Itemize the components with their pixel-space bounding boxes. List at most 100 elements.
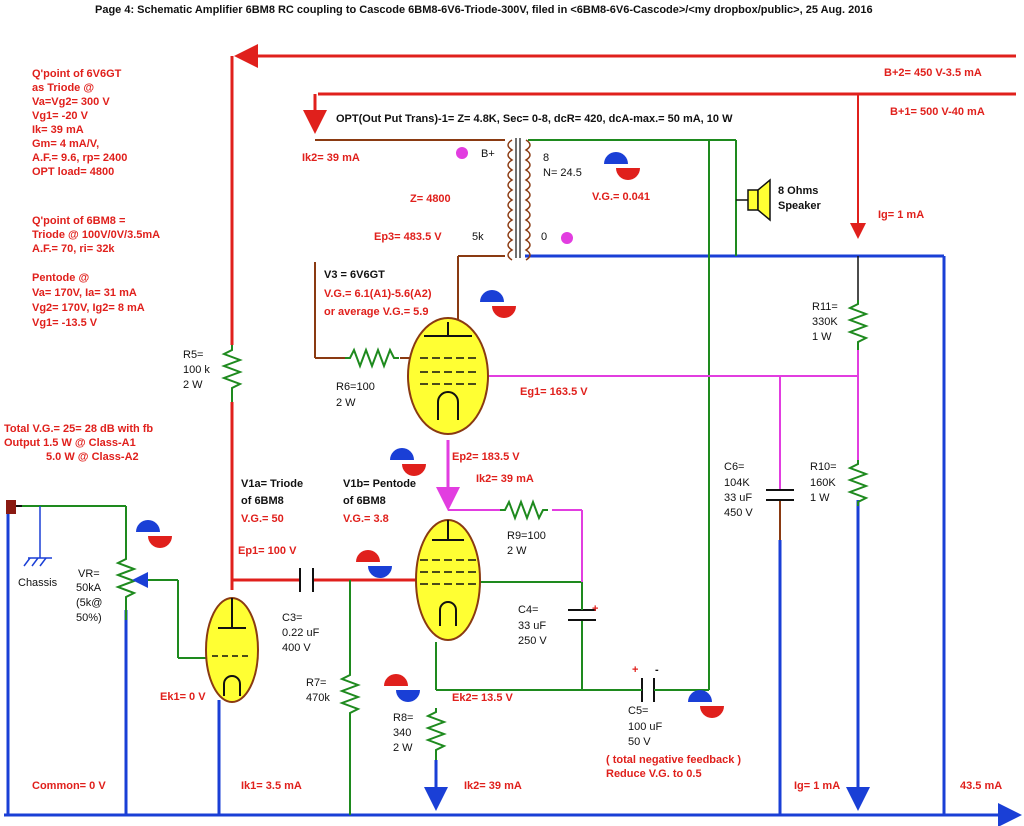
- r6-label: 2 W: [336, 397, 356, 409]
- opt-ratio: N= 24.5: [543, 167, 582, 179]
- feedback-note: Reduce V.G. to 0.5: [606, 768, 702, 780]
- v3-gain: V.G.= 6.1(A1)-5.6(A2): [324, 288, 432, 300]
- resistor-r10: [847, 460, 869, 506]
- r9-label: R9=100: [507, 530, 546, 542]
- vr-label: 50%): [76, 612, 102, 624]
- input-jack-icon: [6, 500, 22, 514]
- r10-label: R10=: [810, 461, 837, 473]
- v1b-ek2: Ek2= 13.5 V: [452, 692, 514, 704]
- c5-minus-sign: -: [655, 664, 659, 676]
- common-label: Common= 0 V: [32, 780, 106, 792]
- c4-label: 33 uF: [518, 620, 546, 632]
- v3-eg1: Eg1= 163.5 V: [520, 386, 588, 398]
- phase-icon-v1b-plate: [356, 550, 392, 578]
- feedback-note: ( total negative feedback ): [606, 754, 741, 766]
- total-line: Total V.G.= 25= 28 dB with fb: [4, 423, 153, 435]
- c5-label: 50 V: [628, 736, 651, 748]
- r8-label: 340: [393, 727, 411, 739]
- v3-ik2-b: Ik2= 39 mA: [476, 473, 534, 485]
- ground-rail: [4, 254, 1022, 826]
- b-plus-rails: [230, 44, 1016, 590]
- speaker-label: Speaker: [778, 200, 822, 212]
- c5-label: C5=: [628, 705, 649, 717]
- tube-v3-6v6gt: [407, 317, 489, 435]
- pentode-line: Vg2= 170V, Ig2= 8 mA: [32, 302, 145, 314]
- r5-label: 100 k: [183, 364, 210, 376]
- v1a-name: of 6BM8: [241, 495, 284, 507]
- capacitor-c5: [637, 678, 662, 702]
- capacitors: [299, 489, 794, 702]
- q6bm8-line: A.F.= 70, ri= 32k: [32, 243, 115, 255]
- c4-plus-sign: +: [592, 603, 598, 615]
- opt-tap-5k: 5k: [472, 231, 484, 243]
- capacitor-c6: [766, 489, 794, 501]
- opt-gain: V.G.= 0.041: [592, 191, 650, 203]
- opt-impedance: Z= 4800: [410, 193, 451, 205]
- pentode-line: Vg1= -13.5 V: [32, 317, 98, 329]
- q6v6-line: Gm= 4 mA/V,: [32, 138, 99, 150]
- q6v6-line: Q'point of 6V6GT: [32, 68, 122, 80]
- r5-label: R5=: [183, 349, 204, 361]
- resistors: [115, 300, 869, 760]
- v1b-gain: V.G.= 3.8: [343, 513, 389, 525]
- phase-icon-opt-secondary: [604, 152, 640, 180]
- v3-ik2: Ik2= 39 mA: [302, 152, 360, 164]
- tube-v1a-triode: [205, 597, 259, 703]
- q6v6-line: Vg1= -20 V: [32, 110, 89, 122]
- vr-label: VR=: [78, 568, 100, 580]
- resistor-r5: [221, 345, 243, 402]
- v3-name: V3 = 6V6GT: [324, 269, 385, 281]
- page-title: Page 4: Schematic Amplifier 6BM8 RC coup…: [95, 4, 873, 16]
- pentode-line: Pentode @: [32, 272, 89, 284]
- c5-plus-sign: +: [632, 664, 638, 676]
- v1b-name: of 6BM8: [343, 495, 386, 507]
- r7-label: 470k: [306, 692, 330, 704]
- vr-label: (5k@: [76, 597, 102, 609]
- opt-label: OPT(Out Put Trans)-1= Z= 4.8K, Sec= 0-8,…: [336, 113, 733, 125]
- c3-label: 0.22 uF: [282, 627, 320, 639]
- c6-label: 104K: [724, 477, 750, 489]
- phase-icon-input: [136, 520, 172, 548]
- left-notes: Q'point of 6V6GT as Triode @ Va=Vg2= 300…: [4, 68, 160, 463]
- r11-label: 1 W: [812, 331, 832, 343]
- resistor-r9: [500, 499, 548, 521]
- potentiometer-vr: [115, 555, 137, 620]
- opt-tap-8: 8: [543, 152, 549, 164]
- phase-icon-feedback: [688, 690, 724, 718]
- v1a-name: V1a= Triode: [241, 478, 303, 490]
- ig-bottom-label: Ig= 1 mA: [794, 780, 840, 792]
- c4-label: 250 V: [518, 635, 547, 647]
- r8-label: 2 W: [393, 742, 413, 754]
- total-current-label: 43.5 mA: [960, 780, 1002, 792]
- c6-label: C6=: [724, 461, 745, 473]
- c6-label: 450 V: [724, 507, 753, 519]
- c3-label: 400 V: [282, 642, 311, 654]
- opt-tap-0: 0: [541, 231, 547, 243]
- pentode-line: Va= 170V, Ia= 31 mA: [32, 287, 137, 299]
- capacitor-c4: [568, 596, 596, 621]
- phase-icon-v1b-grid: [390, 448, 426, 476]
- resistor-r8: [425, 708, 447, 760]
- total-line: 5.0 W @ Class-A2: [46, 451, 139, 463]
- r6-label: R6=100: [336, 381, 375, 393]
- q6v6-line: Va=Vg2= 300 V: [32, 96, 110, 108]
- v3-ep2: Ep2= 183.5 V: [452, 451, 520, 463]
- q6v6-line: OPT load= 4800: [32, 166, 114, 178]
- polarity-dot-secondary: [561, 232, 573, 244]
- resistor-r6: [345, 347, 399, 369]
- r10-label: 160K: [810, 477, 836, 489]
- q6bm8-line: Triode @ 100V/0V/3.5mA: [32, 229, 160, 241]
- capacitor-c3: [299, 568, 314, 592]
- phase-icon-v3: [480, 290, 516, 318]
- q6v6-line: Ik= 39 mA: [32, 124, 84, 136]
- v1a-ep1: Ep1= 100 V: [238, 545, 297, 557]
- c3-label: C3=: [282, 612, 303, 624]
- green-wires: [20, 139, 737, 815]
- v1a-ik1: Ik1= 3.5 mA: [241, 780, 302, 792]
- total-line: Output 1.5 W @ Class-A1: [4, 437, 136, 449]
- output-transformer: [456, 138, 573, 261]
- vr-label: 50kA: [76, 582, 102, 594]
- r5-label: 2 W: [183, 379, 203, 391]
